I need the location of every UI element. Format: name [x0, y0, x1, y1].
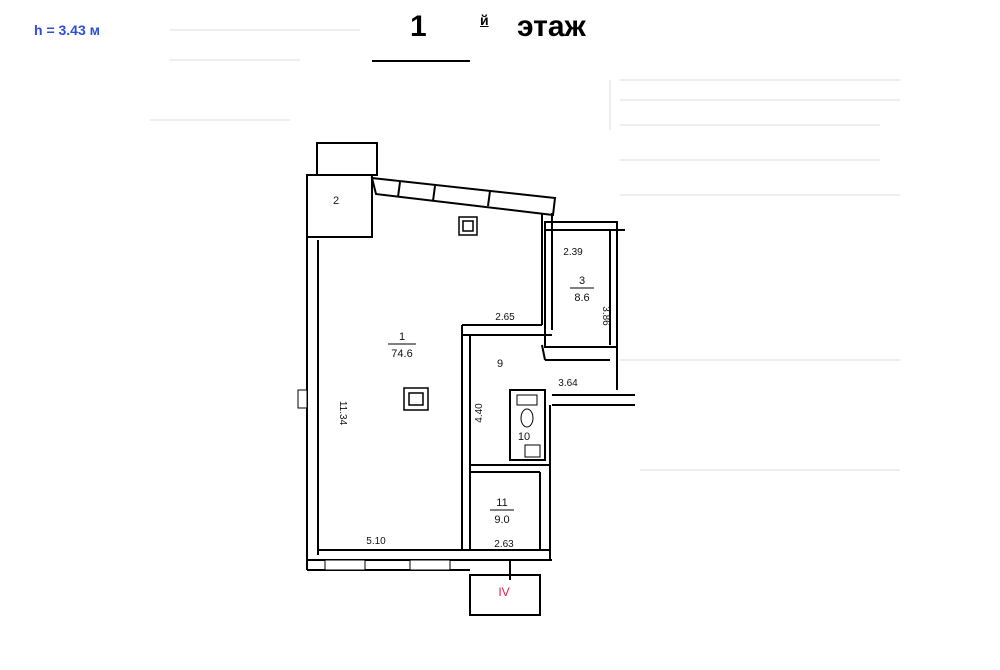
background-scan-marks: [150, 29, 900, 471]
room-3-height-dimension: 3.86: [600, 306, 611, 326]
room-1-area: 74.6: [391, 348, 412, 360]
room-9-height-dimension: 4.40: [474, 403, 485, 423]
floor-title-underline: [372, 60, 470, 62]
columns: [403, 216, 478, 411]
room-labels: 2 1 74.6 3 8.6 9 10 11 9.0: [333, 195, 594, 526]
room-10-number: 10: [518, 431, 530, 443]
ceiling-height-label: h = 3.43 м: [34, 22, 101, 38]
room-11-area: 9.0: [494, 514, 509, 526]
floor-number: 1: [410, 10, 427, 43]
toilet-icon: [516, 394, 541, 458]
walls: [306, 142, 635, 616]
room-3-width-dimension: 2.39: [563, 247, 583, 258]
room-1-number: 1: [399, 331, 405, 343]
room-11-width-dimension: 2.63: [494, 539, 514, 550]
windows: [297, 389, 451, 571]
floor-word: этаж: [517, 10, 586, 43]
room-11-number: 11: [496, 497, 507, 509]
room-1-width-dimension: 5.10: [366, 536, 386, 547]
entrance-label: IV: [498, 585, 509, 599]
room-9-top-width-dimension: 2.65: [495, 312, 515, 323]
room-9-right-width-dimension: 3.64: [558, 378, 578, 389]
room-3-number: 3: [579, 275, 585, 287]
floor-number-suffix: й: [480, 12, 489, 28]
room-1-height-dimension: 11.34: [337, 401, 348, 426]
room-3-area: 8.6: [574, 292, 589, 304]
dimension-labels: 11.34 5.10 2.39 3.86 2.65 3.64 4.40 2.63: [337, 247, 611, 550]
room-9-number: 9: [497, 358, 503, 370]
room-2-number: 2: [333, 195, 339, 207]
